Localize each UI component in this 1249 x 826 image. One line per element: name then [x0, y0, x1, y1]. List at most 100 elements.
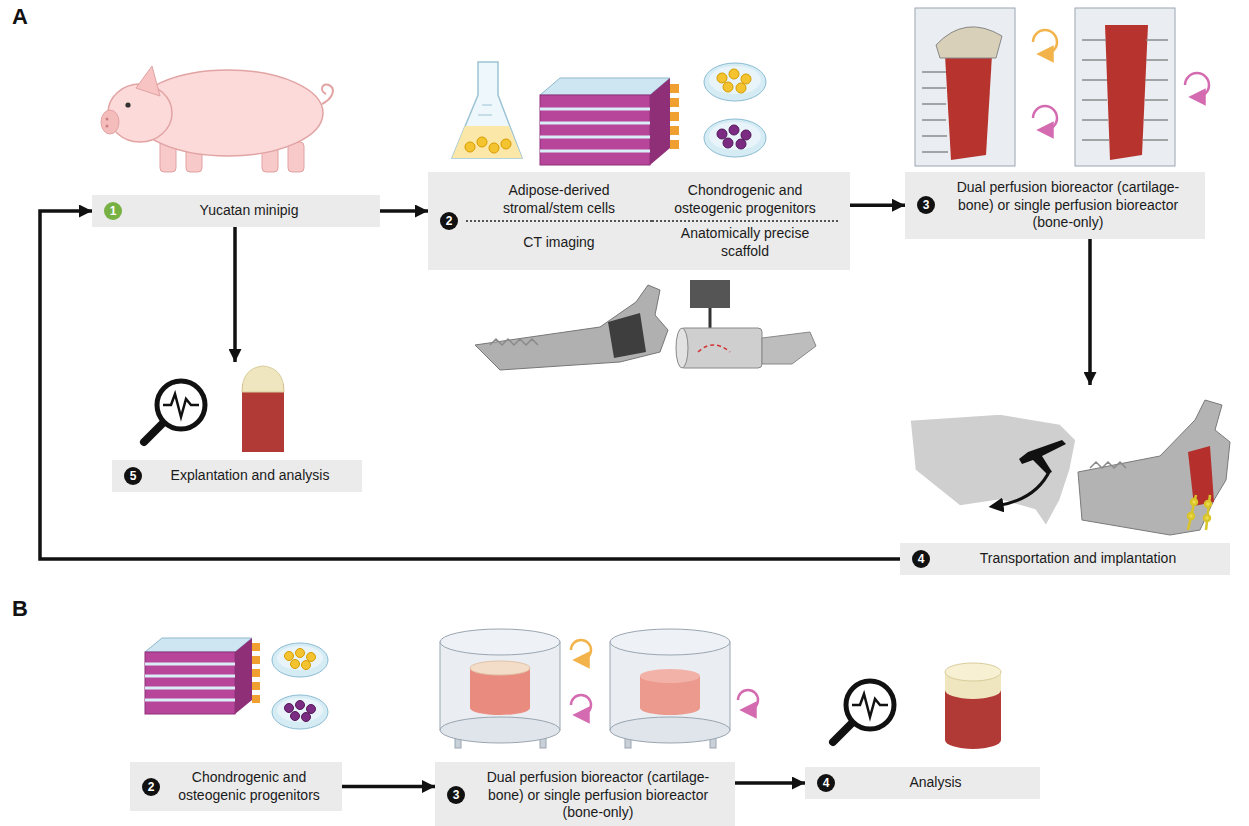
analysis-illustration: [242, 384, 284, 452]
bioreactor-illustration: [1082, 99, 1107, 101]
cell-factory-illustration: [670, 126, 679, 135]
cell-factory-illustration: [252, 695, 260, 703]
bioreactor-illustration: [1143, 139, 1168, 141]
petri-dish-illustration: [729, 69, 739, 79]
bioreactor-illustration: [571, 695, 591, 715]
mandible-illustration: [608, 313, 646, 358]
cell-factory-illustration: [252, 643, 260, 651]
text-column: Dual perfusion bioreactor (cartilage-bon…: [473, 769, 723, 822]
cell-factory-illustration: [235, 638, 252, 714]
process-box: 2Chondrogenic and osteogenic progenitors: [130, 762, 342, 811]
text-column: Analysis: [843, 774, 1028, 792]
mandible-illustration: [676, 328, 688, 368]
step-label: Chondrogenic and osteogenic progenitors: [168, 769, 330, 804]
petri-dish-illustration: [285, 704, 294, 713]
text-grid: Adipose-derived stromal/stem cellsChondr…: [466, 179, 838, 263]
analysis-illustration: [144, 422, 164, 442]
flask-illustration: [452, 126, 522, 158]
flask-illustration: [452, 62, 522, 158]
step-number: 1: [104, 202, 122, 220]
flow-arrow: [1088, 239, 1092, 386]
analysis-illustration: [833, 663, 1001, 749]
cell-factory-illustration: [670, 112, 679, 121]
step-label: Yucatan minipig: [200, 202, 299, 220]
flask-illustration: [452, 62, 522, 158]
cell-factory-illustration: [145, 638, 252, 652]
label-band: 2Chondrogenic and osteogenic progenitors: [130, 762, 342, 811]
bioreactor-illustration: [738, 690, 758, 710]
flask-illustration: [465, 142, 475, 152]
text-column: Yucatan minipig: [130, 202, 368, 220]
process-box: 1 Yucatan minipig: [92, 195, 380, 227]
implant-illustration: [1090, 462, 1126, 468]
process-box: 4Analysis: [805, 767, 1040, 799]
petri-dish-illustration: [307, 705, 316, 714]
bioreactor-illustration: [440, 629, 758, 748]
flask-illustration: [477, 137, 487, 147]
process-box: 5Explantation and analysis: [112, 362, 362, 492]
implant-illustration: [1078, 400, 1230, 535]
implant-illustration: [1205, 501, 1211, 507]
flow-arrow: [850, 204, 905, 208]
bioreactor-illustration: [1146, 39, 1168, 41]
process-box: 2Adipose-derived stromal/stem cellsChond…: [428, 172, 850, 270]
analysis-illustration: [846, 681, 894, 729]
petri-dish-illustration: [723, 82, 733, 92]
petri-dish-illustration: [736, 139, 746, 149]
analysis-illustration: [945, 663, 1001, 681]
implant-illustration: [1191, 499, 1197, 505]
step-label: Chondrogenic and osteogenic progenitors: [652, 179, 838, 222]
bioreactor-illustration: [922, 119, 946, 121]
analysis-illustration: [144, 366, 284, 452]
bioreactor-illustration: [922, 151, 948, 153]
cell-factory-illustration: [145, 675, 235, 678]
bioreactor-illustration: [470, 701, 530, 715]
label-band: 3Dual perfusion bioreactor (cartilage-bo…: [435, 762, 735, 826]
bioreactor-illustration: [610, 629, 730, 655]
petri-dish-illustration: [736, 83, 746, 93]
petri-dish-illustration: [291, 660, 300, 669]
label-band: 2Adipose-derived stromal/stem cellsChond…: [428, 172, 850, 270]
bioreactor-illustration: [1082, 59, 1106, 61]
analysis-illustration: [157, 381, 205, 429]
petri-dish-illustration: [272, 643, 328, 729]
bioreactor-illustration: [1105, 25, 1148, 160]
bioreactor-illustration: [470, 661, 530, 675]
bioreactor-illustration: [610, 717, 730, 743]
bioreactor-illustration: [1185, 73, 1209, 97]
map-illustration: [910, 414, 1076, 526]
cell-factory-illustration: [145, 699, 235, 702]
petri-dish-illustration: [291, 712, 300, 721]
step-number: 3: [917, 196, 935, 214]
petri-dish-illustration: [723, 138, 733, 148]
pig-illustration: [106, 118, 109, 121]
label-band: 1 Yucatan minipig: [92, 195, 380, 227]
mandible-illustration: [762, 332, 816, 364]
bioreactor-illustration: [571, 640, 591, 660]
label-band: 4Transportation and implantation: [900, 543, 1230, 575]
petri-dish-illustration: [277, 646, 323, 670]
label-band: 5Explantation and analysis: [112, 460, 362, 492]
analysis-illustration: [833, 722, 853, 742]
petri-dish-illustration: [272, 643, 328, 677]
bioreactor-illustration: [1033, 30, 1057, 54]
bioreactor-illustration: [1145, 79, 1168, 81]
cell-factory-illustration: [670, 98, 679, 107]
petri-dish-illustration: [709, 122, 761, 150]
bioreactor-illustration: [922, 135, 947, 137]
implant-illustration: [1206, 495, 1210, 530]
petri-dish-illustration: [296, 649, 305, 658]
label-band: 4Analysis: [805, 767, 1040, 799]
analysis-illustration: [945, 731, 1001, 749]
flow-arrow: [380, 209, 428, 213]
bioreactor-illustration: [936, 27, 1002, 58]
cell-factory-illustration: [670, 84, 679, 93]
panel-label: B: [12, 596, 28, 622]
mandible-illustration: [680, 328, 762, 368]
step-label: Analysis: [909, 774, 961, 792]
step-label: Explantation and analysis: [171, 467, 330, 485]
pig-illustration: [322, 84, 333, 104]
cell-factory-illustration: [252, 669, 260, 677]
bioreactor-illustration: [1033, 106, 1057, 130]
